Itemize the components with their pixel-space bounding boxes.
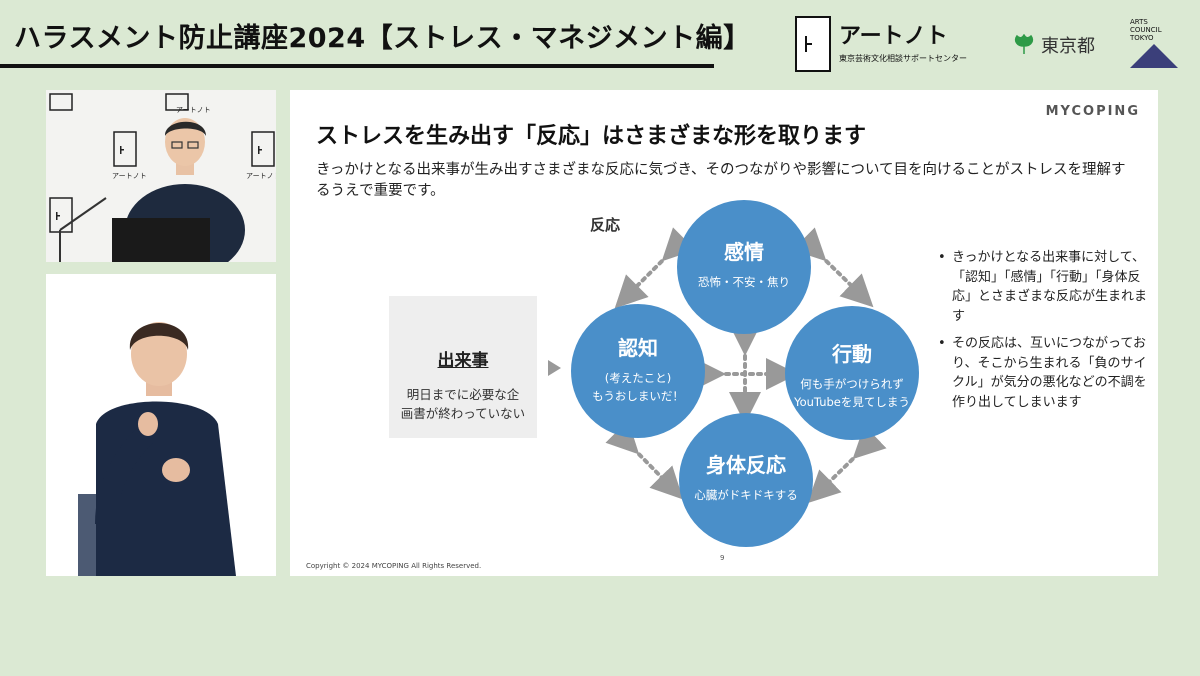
artnoto-subtitle: 東京芸術文化相談サポートセンター [839, 53, 967, 63]
body-reaction-circle: 身体反応 心臓がドキドキする [679, 413, 813, 547]
event-title: 出来事 [437, 351, 489, 371]
tokyo-text: 東京都 [1041, 36, 1095, 57]
title-underline [0, 64, 714, 68]
emotion-subtitle: 恐怖・不安・焦り [698, 275, 790, 289]
bullet-item: きっかけとなる出来事に対して、「認知」「感情」「行動」「身体反応」とさまざまな反… [938, 248, 1148, 326]
reaction-label: 反応 [590, 216, 621, 234]
slide-title: ストレスを生み出す「反応」はさまざまな形を取ります [316, 124, 867, 149]
slide-copyright: Copyright © 2024 MYCOPING All Rights Res… [306, 562, 482, 570]
act-triangle-icon [1130, 44, 1178, 68]
presenter-scene: アートノト アートノト アートノト [46, 90, 276, 262]
cognition-sub-line-2: もうおしまいだ！ [592, 389, 684, 403]
event-text: 明日までに必要な企 画書が終わっていない [389, 385, 537, 423]
act-line-3: TOKYO [1130, 34, 1154, 42]
cognition-sub-line-1: (考えたこと) [604, 371, 672, 385]
slide-description: きっかけとなる出来事が生み出すさまざまな反応に気づき、そのつながりや影響について… [316, 162, 1126, 199]
action-circle: 行動 何も手がつけられず YouTubeを見てしまう [785, 306, 919, 440]
cognition-title: 認知 [618, 336, 658, 360]
mycoping-brand: MYCOPING [1045, 104, 1140, 119]
arts-council-tokyo-logo: ARTS COUNCIL TOKYO [1130, 18, 1182, 70]
act-line-2: COUNCIL [1130, 26, 1162, 34]
event-text-line-1: 明日までに必要な企 [406, 387, 520, 402]
action-title: 行動 [832, 342, 872, 366]
emotion-title: 感情 [724, 240, 764, 264]
svg-text:アートノト: アートノト [176, 106, 211, 114]
act-line-1: ARTS [1130, 18, 1148, 26]
cognition-subtitle: (考えたこと) もうおしまいだ！ [571, 369, 705, 405]
tokyo-metropolitan-logo: 東京都 [1013, 32, 1095, 58]
action-sub-line-1: 何も手がつけられず [800, 377, 904, 391]
ginkgo-leaf-icon [1014, 34, 1034, 54]
cognition-circle: 認知 (考えたこと) もうおしまいだ！ [571, 304, 705, 438]
artnoto-name: アートノト [839, 23, 948, 49]
header: ハラスメント防止講座2024【ストレス・マネジメント編】 アートノト 東京芸術文… [0, 0, 1200, 78]
body-reaction-title: 身体反応 [706, 453, 786, 477]
page-title: ハラスメント防止講座2024【ストレス・マネジメント編】 [14, 23, 751, 54]
action-sub-line-2: YouTubeを見てしまう [794, 395, 910, 409]
svg-text:アートノト: アートノト [112, 172, 147, 180]
slide-page-number: 9 [720, 554, 725, 562]
action-subtitle: 何も手がつけられず YouTubeを見てしまう [785, 375, 919, 411]
event-arrow-icon [548, 360, 561, 376]
artnoto-logo-icon [795, 16, 831, 72]
interpreter-scene [46, 274, 276, 576]
connection-arrows [605, 227, 887, 504]
artnoto-logo: アートノト 東京芸術文化相談サポートセンター [795, 16, 967, 72]
presentation-slide: MYCOPING ストレスを生み出す「反応」はさまざまな形を取ります きっかけと… [290, 90, 1158, 576]
svg-text:アートノト: アートノト [246, 172, 276, 180]
bullet-item: その反応は、互いにつながっており、そこから生まれる「負のサイクル」が気分の悪化な… [938, 334, 1148, 412]
sign-language-interpreter-video [46, 274, 276, 576]
body-reaction-subtitle: 心臓がドキドキする [694, 488, 798, 502]
event-text-line-2: 画書が終わっていない [400, 406, 526, 421]
emotion-circle: 感情 恐怖・不安・焦り [677, 200, 811, 334]
presenter-video: アートノト アートノト アートノト [46, 90, 276, 262]
event-box: 出来事 明日までに必要な企 画書が終わっていない [389, 296, 537, 438]
bullet-list: きっかけとなる出来事に対して、「認知」「感情」「行動」「身体反応」とさまざまな反… [938, 248, 1148, 420]
